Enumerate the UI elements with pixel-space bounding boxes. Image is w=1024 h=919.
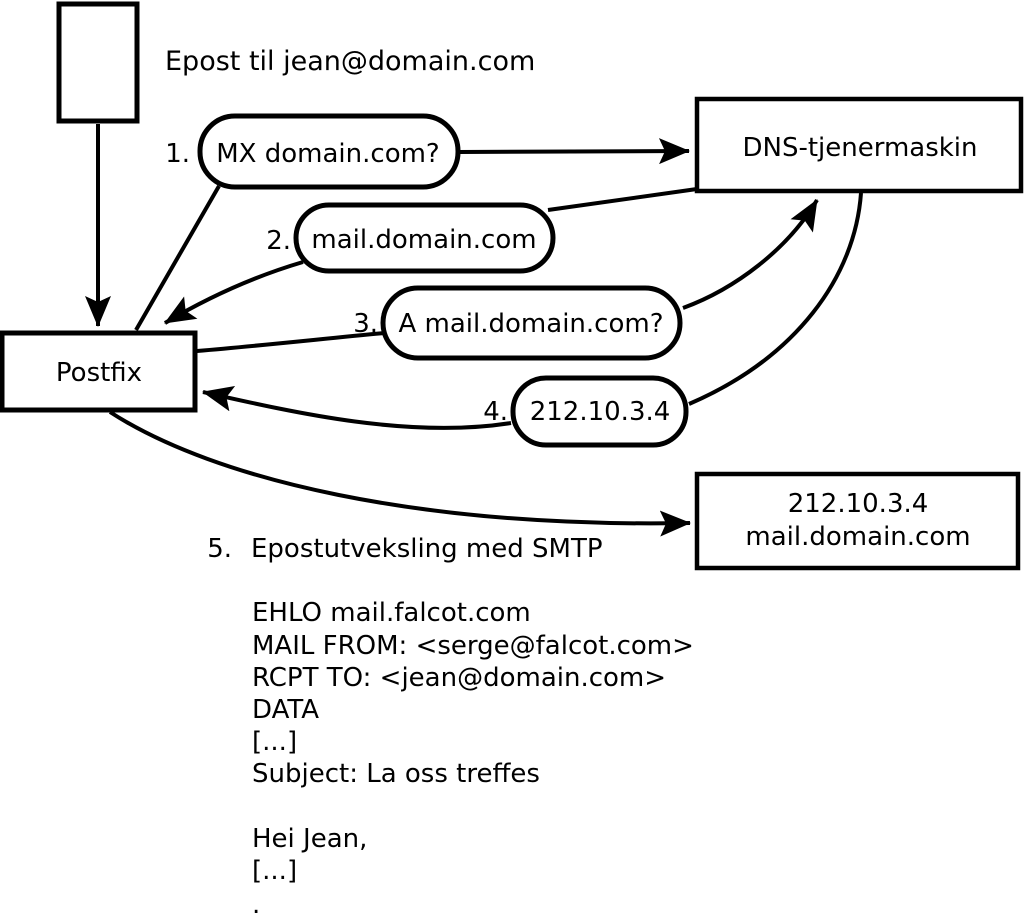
smtp-line: [...] bbox=[252, 856, 297, 886]
dns-server-label: DNS-tjenermaskin bbox=[742, 133, 977, 163]
smtp-line: EHLO mail.falcot.com bbox=[252, 598, 531, 628]
query1-to-dns-arrow bbox=[458, 138, 690, 165]
response-pill-ip: 4. 212.10.3.4 bbox=[483, 375, 689, 448]
response-pill-mailhost-label: mail.domain.com bbox=[311, 225, 536, 255]
query3-to-dns-arrow bbox=[682, 198, 819, 310]
smtp-line: MAIL FROM: <serge@falcot.com> bbox=[252, 631, 694, 661]
step-number: 2. bbox=[266, 226, 291, 256]
response4-to-postfix-arrow bbox=[202, 385, 512, 430]
response-pill-ip-label: 212.10.3.4 bbox=[530, 397, 671, 427]
postfix-to-query3-line bbox=[196, 331, 386, 353]
dns-to-response2-line bbox=[547, 187, 698, 212]
mail-server-node: 212.10.3.4 mail.domain.com bbox=[694, 471, 1021, 571]
mail-server-ip: 212.10.3.4 bbox=[788, 489, 929, 519]
step-number: 5. bbox=[207, 534, 232, 564]
smtp-line: Subject: La oss treffes bbox=[252, 759, 540, 789]
step5-caption: 5. Epostutveksling med SMTP bbox=[207, 534, 602, 564]
query-pill-mx-label: MX domain.com? bbox=[216, 139, 439, 169]
step-number: 3. bbox=[353, 309, 378, 339]
postfix-node: Postfix bbox=[0, 330, 198, 413]
smtp-line: . bbox=[252, 890, 260, 919]
smtp-session-transcript: EHLO mail.falcot.com MAIL FROM: <serge@f… bbox=[252, 598, 694, 919]
smtp-line: DATA bbox=[252, 695, 319, 725]
message-box bbox=[56, 1, 140, 124]
step-number: 4. bbox=[483, 397, 508, 427]
response-pill-mailhost: 2. mail.domain.com bbox=[266, 202, 556, 274]
query-pill-mx: 1. MX domain.com? bbox=[165, 113, 461, 190]
response2-to-postfix-arrow bbox=[163, 260, 304, 325]
mail-server-hostname: mail.domain.com bbox=[745, 522, 970, 552]
diagram-title: Epost til jean@domain.com bbox=[165, 46, 535, 77]
smtp-line: [...] bbox=[252, 727, 297, 757]
smtp-line: Hei Jean, bbox=[252, 824, 367, 854]
postfix-to-mailserver-arrow bbox=[108, 410, 691, 537]
step-number: 1. bbox=[165, 139, 190, 169]
smtp-line: RCPT TO: <jean@domain.com> bbox=[252, 663, 666, 693]
dns-to-response4-line bbox=[688, 192, 863, 406]
dns-server-node: DNS-tjenermaskin bbox=[694, 96, 1024, 194]
query-pill-a-record: 3. A mail.domain.com? bbox=[353, 285, 683, 361]
postfix-label: Postfix bbox=[56, 358, 142, 388]
postfix-to-query1-line bbox=[134, 185, 221, 331]
step5-label: Epostutveksling med SMTP bbox=[251, 534, 603, 564]
query-pill-a-record-label: A mail.domain.com? bbox=[399, 309, 664, 339]
